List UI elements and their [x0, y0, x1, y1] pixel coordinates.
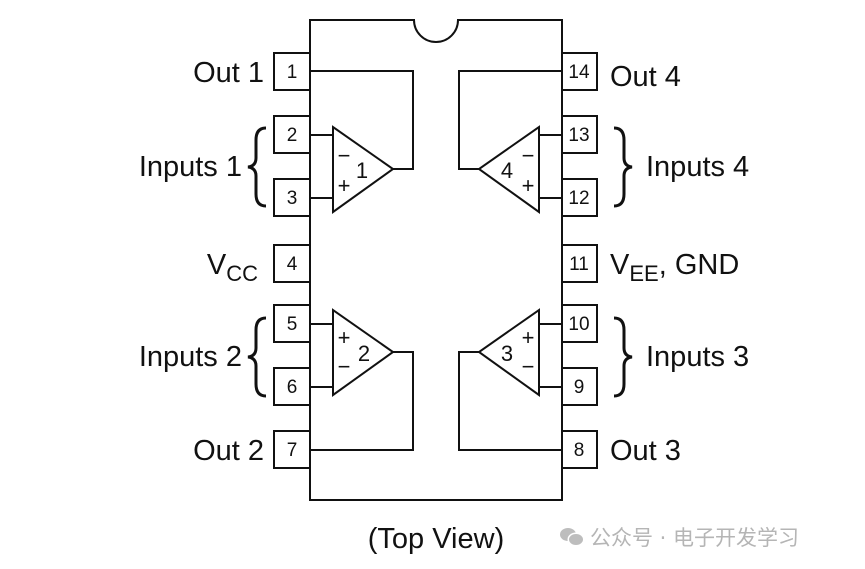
input-group-label-1: Inputs 1 [139, 151, 242, 183]
pin-label-out4: Out 4 [610, 61, 681, 93]
opamp-3-noninverting-sign: + [522, 325, 535, 350]
opamp-1-number: 1 [356, 158, 368, 183]
opamp-2-noninverting-sign: + [338, 325, 351, 350]
pin-number: 8 [574, 440, 585, 461]
pin-number: 6 [287, 377, 298, 398]
opamp-2-wires [310, 323, 414, 451]
pin-9 [561, 367, 598, 406]
vee-suffix: , GND [659, 249, 740, 281]
input-group-label-3: Inputs 3 [646, 341, 749, 373]
opamp-4-number: 4 [501, 158, 513, 183]
opamp-3-number: 3 [501, 341, 513, 366]
watermark: 公众号 · 电子开发学习 [560, 522, 799, 552]
pin-number: 10 [568, 314, 589, 335]
opamp-3-inverting-sign: − [522, 354, 535, 379]
pin-number: 13 [568, 125, 589, 146]
pin-label-out1: Out 1 [193, 57, 264, 89]
pin-number: 14 [568, 62, 590, 83]
opamp-2-number: 2 [358, 341, 370, 366]
ic-body [309, 19, 563, 501]
brace-inputs-2 [247, 316, 267, 398]
brace-inputs-4 [613, 126, 633, 208]
opamp-4-noninverting-sign: + [522, 173, 535, 198]
pin-label-vcc: VCC [207, 249, 258, 286]
pin-8 [561, 430, 598, 469]
opamp-2-symbol [332, 308, 395, 397]
pin-number: 5 [287, 314, 298, 335]
opamp-1-wires [310, 70, 414, 199]
vee-main: V [610, 249, 630, 281]
opamp-4-symbol [477, 125, 540, 214]
vee-sub: EE [629, 261, 658, 286]
pin-number: 4 [287, 254, 298, 275]
opamp-4-inverting-sign: − [522, 143, 535, 168]
opamp-1-noninverting-sign: + [338, 173, 351, 198]
pin-3 [273, 178, 311, 217]
brace-inputs-1 [247, 126, 267, 208]
pin-7 [273, 430, 311, 469]
wechat-icon [560, 527, 584, 547]
pin-11 [561, 244, 598, 283]
pin-label-out2: Out 2 [193, 435, 264, 467]
pin-number: 3 [287, 188, 298, 209]
opamp-3-wires [458, 323, 562, 451]
pin-number: 2 [287, 125, 298, 146]
pin-number: 11 [569, 254, 589, 275]
pin-number: 12 [568, 188, 589, 209]
vcc-main: V [207, 249, 227, 281]
pin-4 [273, 244, 311, 283]
view-caption: (Top View) [368, 523, 504, 555]
opamp-2-inverting-sign: − [338, 354, 351, 379]
opamp-4-wires [458, 70, 562, 199]
pin-label-out3: Out 3 [610, 435, 681, 467]
pin-10 [561, 304, 598, 343]
pin-label-vee-gnd: VEE, GND [610, 249, 739, 286]
opamp-3-symbol [477, 308, 540, 397]
input-group-label-4: Inputs 4 [646, 151, 749, 183]
input-group-label-2: Inputs 2 [139, 341, 242, 373]
pin-number: 1 [287, 62, 298, 83]
brace-inputs-3 [613, 316, 633, 398]
pin-5 [273, 304, 311, 343]
pin-2 [273, 115, 311, 154]
opamp-1-symbol [332, 125, 395, 214]
pin-number: 9 [574, 377, 585, 398]
watermark-text: 公众号 · 电子开发学习 [590, 526, 800, 550]
pin-1 [273, 52, 311, 91]
opamp-1-inverting-sign: − [338, 143, 351, 168]
vcc-sub: CC [226, 261, 258, 286]
pin-number: 7 [287, 440, 298, 461]
